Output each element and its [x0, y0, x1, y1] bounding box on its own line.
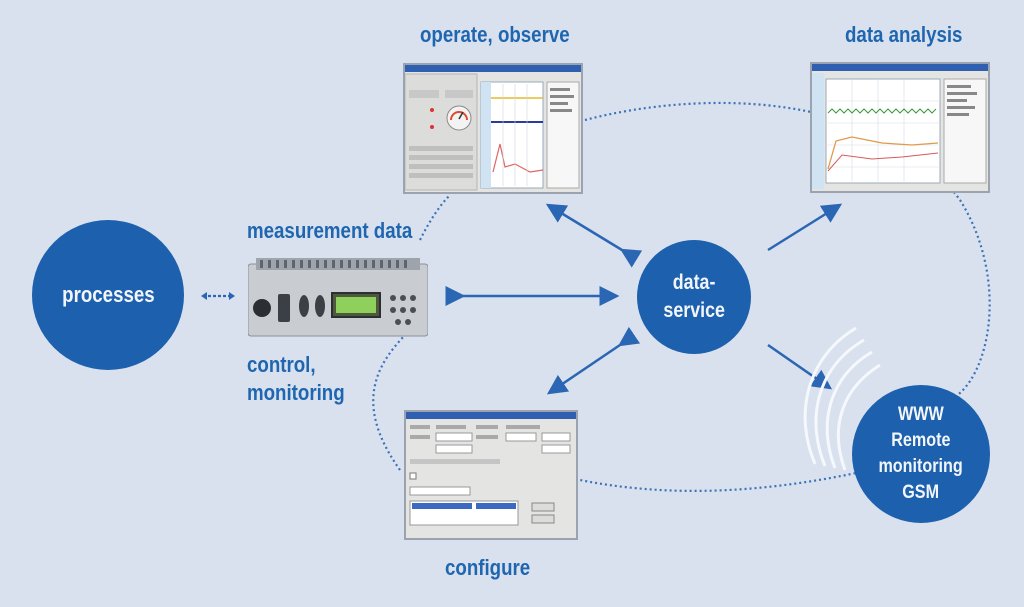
node-data-service-line1: data-	[672, 271, 716, 294]
arrow-service-analysis	[767, 203, 843, 252]
node-processes-label: processes	[61, 282, 155, 307]
label-data-analysis: data analysis	[845, 22, 963, 47]
screenshot-data-analysis	[810, 62, 990, 193]
arrow-service-configure	[546, 326, 641, 395]
node-data-service-line2: service	[663, 299, 725, 322]
label-operate-observe: operate, observe	[420, 22, 570, 47]
node-www-line1: WWW	[898, 404, 944, 425]
arrow-service-operate	[545, 203, 643, 268]
measurement-device-image	[247, 258, 429, 338]
node-www-line3: monitoring	[878, 456, 964, 477]
screenshot-operate-observe	[403, 63, 583, 194]
label-measurement-data: measurement data	[247, 218, 413, 243]
label-configure: configure	[445, 555, 531, 580]
node-data-service: data- service	[637, 240, 751, 354]
node-processes: processes	[32, 220, 184, 370]
arrow-service-www	[767, 343, 833, 390]
screenshot-configure	[404, 410, 578, 540]
node-www-line2: Remote	[891, 430, 951, 451]
node-www-remote: WWW Remote monitoring GSM	[852, 385, 990, 523]
label-control-line2: monitoring	[247, 380, 345, 405]
node-www-line4: GSM	[902, 482, 940, 503]
label-control-line1: control,	[247, 352, 316, 377]
wireless-waves-icon	[803, 326, 881, 471]
